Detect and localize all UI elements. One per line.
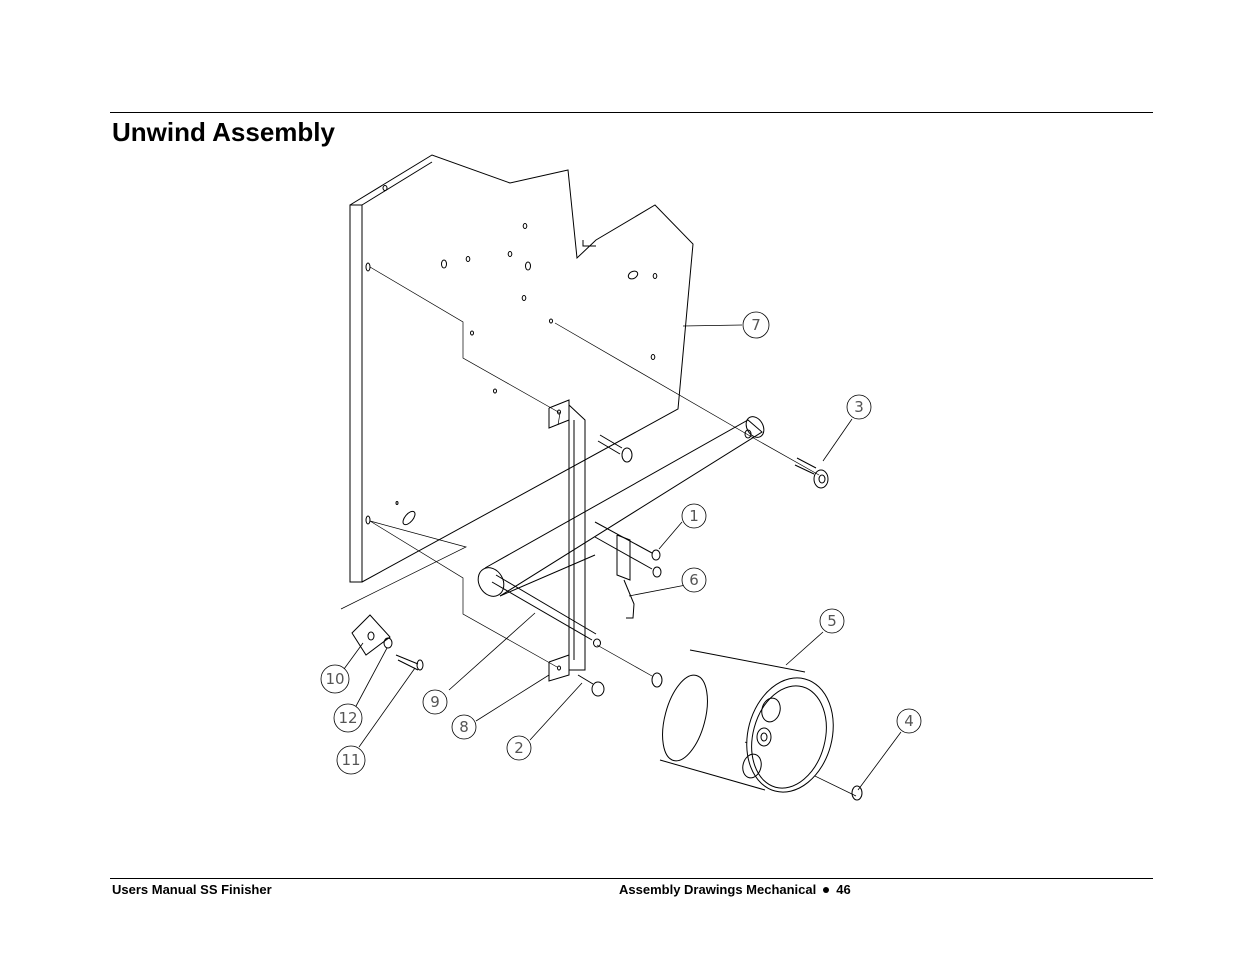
blade-assembly [594,521,662,619]
callout-6: 6 [681,567,707,593]
callout-4: 4 [896,708,922,734]
svg-text:4: 4 [904,712,914,730]
callout-9: 9 [422,689,448,715]
footer-rule [110,878,1153,879]
svg-text:8: 8 [459,718,469,736]
svg-text:1: 1 [689,507,699,525]
callout-3: 3 [846,394,872,420]
side-plate [349,154,694,583]
assembly-drawing: 1 2 3 4 5 6 7 8 [320,154,922,801]
svg-text:6: 6 [689,571,699,589]
svg-text:7: 7 [751,316,761,334]
svg-text:3: 3 [854,398,864,416]
callout-11: 11 [336,745,366,775]
footer-manual-title: Users Manual SS Finisher [112,882,272,897]
shoulder-bolt [794,457,829,489]
callout-12: 12 [333,703,363,733]
svg-text:10: 10 [325,670,344,688]
washer [651,672,663,688]
callout-1: 1 [681,503,707,529]
svg-text:9: 9 [430,693,440,711]
svg-text:11: 11 [341,751,360,769]
arm [477,416,765,648]
footer-page-number: 46 [836,882,851,897]
page-title: Unwind Assembly [112,117,335,147]
header-rule [110,112,1153,113]
small-parts [351,614,424,671]
callout-8: 8 [451,714,477,740]
footer-section: Assembly Drawings Mechanical 46 [619,882,851,898]
retaining-clip [851,785,863,801]
screws [577,434,633,697]
footer-section-title: Assembly Drawings Mechanical [619,882,817,897]
callout-7: 7 [742,311,770,339]
leader-lines [343,324,902,791]
callout-2: 2 [506,735,532,761]
bullet-separator [823,887,830,893]
svg-text:5: 5 [827,612,837,630]
svg-text:2: 2 [514,739,524,757]
svg-text:12: 12 [338,709,357,727]
roller [659,649,834,793]
bracket [548,399,586,682]
callout-10: 10 [320,664,350,694]
callout-5: 5 [819,608,845,634]
